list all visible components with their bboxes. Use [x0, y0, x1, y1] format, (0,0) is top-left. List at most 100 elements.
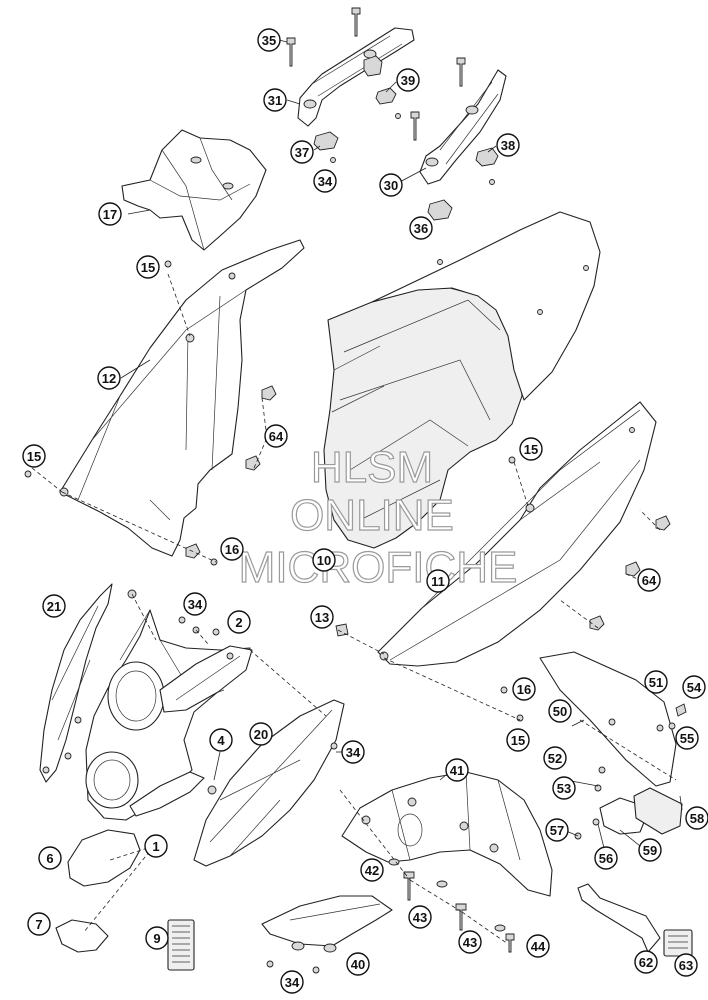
callout-34: 34	[341, 740, 365, 764]
callout-label: 12	[102, 371, 116, 386]
callout-circle	[312, 548, 336, 572]
callout-16: 16	[512, 677, 536, 701]
callout-9: 9	[145, 926, 169, 950]
callout-circle	[685, 806, 708, 830]
callout-label: 51	[649, 675, 663, 690]
callout-circle	[519, 437, 543, 461]
callout-17: 17	[98, 202, 122, 226]
callout-circle	[313, 169, 337, 193]
side-panel-right	[377, 401, 657, 667]
callout-circle	[552, 776, 576, 800]
callout-31: 31	[263, 88, 287, 112]
callout-label: 54	[687, 680, 702, 695]
fairing-piece-2	[159, 645, 253, 713]
callout-label: 52	[548, 751, 562, 766]
callout-16: 16	[220, 537, 244, 561]
callout-label: 34	[318, 174, 333, 189]
callout-circle	[249, 722, 273, 746]
bracket-62	[577, 883, 661, 953]
callout-label: 15	[511, 733, 525, 748]
callout-label: 15	[524, 442, 538, 457]
callout-label: 11	[431, 574, 445, 589]
callout-circle	[426, 569, 450, 593]
callout-15: 15	[506, 728, 530, 752]
callout-40: 40	[346, 952, 370, 976]
callout-57: 57	[545, 818, 569, 842]
callout-label: 42	[365, 863, 379, 878]
callout-circle	[227, 610, 251, 634]
callout-30: 30	[379, 173, 403, 197]
callout-circle	[644, 670, 668, 694]
callout-62: 62	[634, 950, 658, 974]
callout-label: 15	[141, 260, 155, 275]
trim-7	[55, 919, 109, 953]
callout-circle	[458, 930, 482, 954]
callout-circle	[379, 173, 403, 197]
callout-34: 34	[280, 970, 304, 994]
callout-label: 39	[401, 73, 415, 88]
callout-label: 10	[317, 553, 331, 568]
callout-label: 43	[413, 910, 427, 925]
callout-2: 2	[227, 610, 251, 634]
callout-label: 21	[47, 599, 61, 614]
callout-43: 43	[458, 930, 482, 954]
callout-34: 34	[183, 592, 207, 616]
callout-circle	[396, 68, 420, 92]
callout-4: 4	[209, 728, 233, 752]
callout-circle	[183, 592, 207, 616]
callout-circle	[136, 255, 160, 279]
top-hardware	[286, 7, 499, 221]
callout-label: 34	[346, 745, 361, 760]
callout-59: 59	[638, 838, 662, 862]
callout-circle	[98, 202, 122, 226]
watermark: HLSM ONLINE MICROFICHE	[238, 442, 518, 592]
callout-56: 56	[594, 846, 618, 870]
reflector-63	[663, 929, 693, 957]
callout-15: 15	[22, 444, 46, 468]
callout-41: 41	[445, 758, 469, 782]
plate-hardware	[574, 703, 687, 840]
callout-15: 15	[136, 255, 160, 279]
grab-handle-right	[419, 69, 507, 185]
callout-circle	[512, 677, 536, 701]
callout-circle	[682, 675, 706, 699]
callout-label: 20	[254, 727, 268, 742]
license-plate-holder	[539, 651, 677, 787]
callout-6: 6	[38, 846, 62, 870]
callout-label: 56	[599, 851, 613, 866]
callout-54: 54	[682, 675, 706, 699]
callout-label: 7	[35, 917, 42, 932]
watermark-line-3: MICROFICHE	[239, 543, 518, 592]
callout-35: 35	[257, 28, 281, 52]
tail-cover	[323, 211, 601, 549]
bracket-40	[261, 895, 393, 974]
callout-circle	[637, 568, 661, 592]
callout-label: 34	[285, 975, 300, 990]
callout-10: 10	[312, 548, 336, 572]
callout-label: 64	[642, 573, 657, 588]
callout-label: 13	[315, 610, 329, 625]
callout-52: 52	[543, 746, 567, 770]
callout-circle	[42, 594, 66, 618]
plate-lamp-58	[633, 787, 683, 835]
callout-21: 21	[42, 594, 66, 618]
callout-label: 63	[679, 958, 693, 973]
rear-bracket	[121, 129, 267, 251]
callout-58: 58	[685, 806, 708, 830]
callout-circle	[264, 424, 288, 448]
visor-6	[67, 829, 141, 887]
callout-label: 4	[217, 733, 225, 748]
callout-label: 58	[690, 811, 704, 826]
callout-label: 55	[680, 731, 694, 746]
callout-circle	[548, 699, 572, 723]
callout-circle	[408, 905, 432, 929]
callout-circle	[674, 953, 698, 977]
callout-circle	[409, 216, 433, 240]
callout-label: 1	[152, 839, 159, 854]
callout-circle	[263, 88, 287, 112]
callout-11: 11	[426, 569, 450, 593]
callout-label: 59	[643, 843, 657, 858]
callout-circle	[341, 740, 365, 764]
callout-label: 40	[351, 957, 365, 972]
callout-7: 7	[27, 912, 51, 936]
